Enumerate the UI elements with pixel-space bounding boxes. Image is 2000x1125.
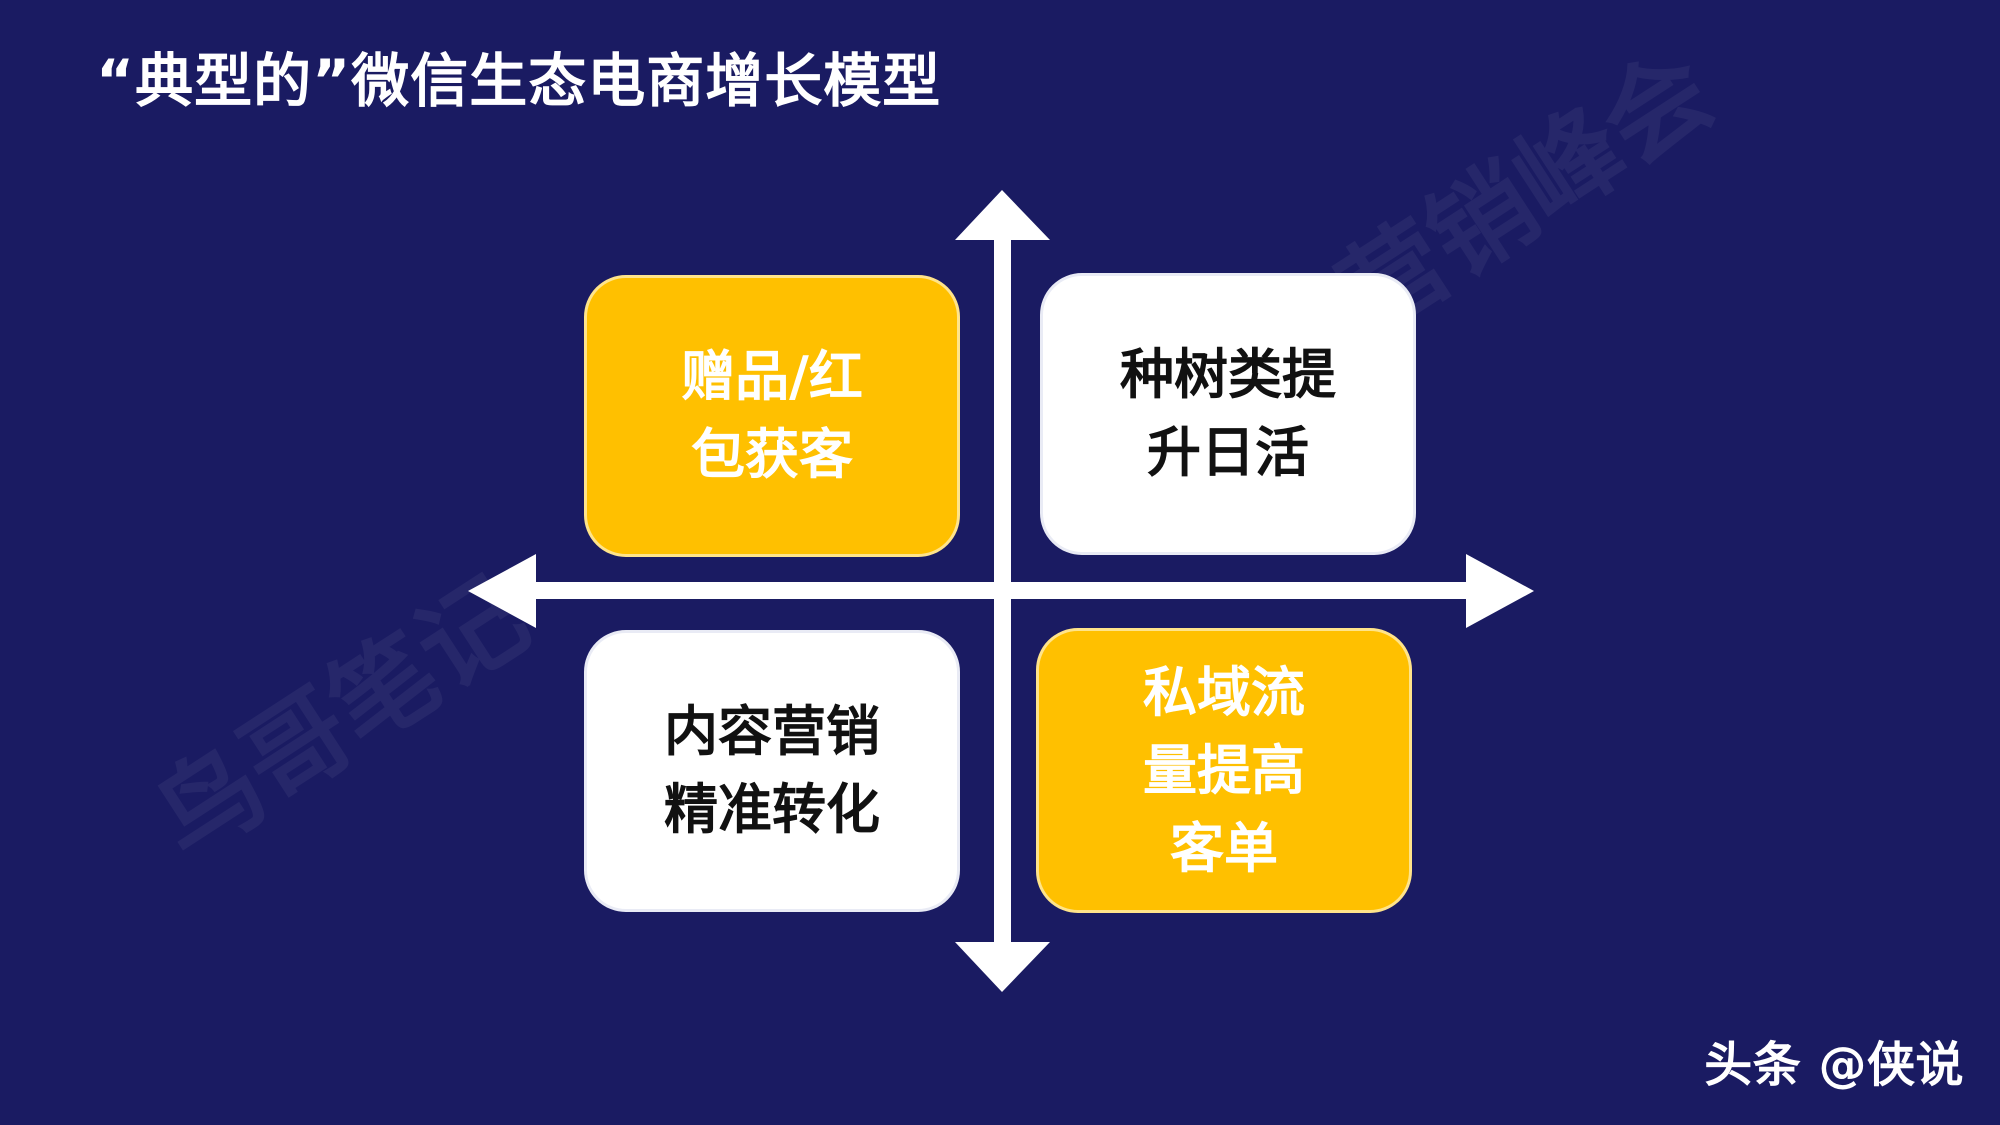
quadrant-label: 赠品/红包获客 xyxy=(681,345,863,486)
left-arrow-icon xyxy=(468,554,536,628)
slide-title: “典型的”微信生态电商增长模型 xyxy=(96,47,942,115)
down-arrow-icon xyxy=(955,942,1050,992)
quadrant-bottom-right: 私域流量提高客单 xyxy=(1036,628,1412,913)
right-arrow-icon xyxy=(1466,554,1534,628)
vertical-axis-line xyxy=(994,240,1011,960)
quadrant-label: 私域流量提高客单 xyxy=(1143,660,1305,880)
brand-credit: 头条 @侠说 xyxy=(1704,1037,1964,1093)
quadrant-label: 种树类提升日活 xyxy=(1120,343,1336,484)
quadrant-top-right: 种树类提升日活 xyxy=(1040,273,1416,555)
horizontal-axis-line xyxy=(536,582,1466,599)
up-arrow-icon xyxy=(955,190,1050,240)
quadrant-bottom-left: 内容营销精准转化 xyxy=(584,630,960,912)
quadrant-top-left: 赠品/红包获客 xyxy=(584,275,960,557)
quadrant-label: 内容营销精准转化 xyxy=(664,700,880,841)
